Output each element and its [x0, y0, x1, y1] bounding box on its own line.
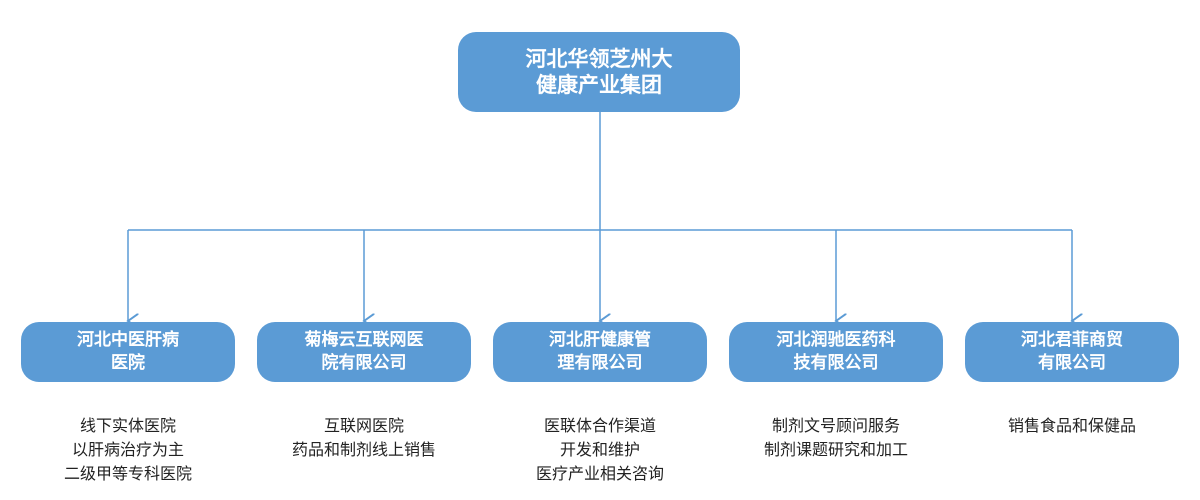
description-line: 医疗产业相关咨询	[535, 464, 664, 483]
description-line: 以肝病治疗为主	[71, 440, 184, 459]
child-label-line2: 医院	[111, 353, 145, 373]
child-node-pharma-tech: 河北润驰医药科 技有限公司	[729, 322, 943, 382]
child-label-line2: 理有限公司	[557, 353, 643, 373]
description-line: 销售食品和保健品	[1007, 416, 1136, 435]
description-line: 开发和维护	[559, 440, 640, 459]
child-label-line2: 技有限公司	[793, 353, 879, 373]
child-description: 互联网医院 药品和制剂线上销售	[257, 414, 471, 462]
child-label-line1: 河北肝健康管	[549, 330, 651, 350]
child-description: 销售食品和保健品	[965, 414, 1179, 438]
root-node: 河北华领芝州大 健康产业集团	[458, 32, 740, 112]
child-node-liver-health-management: 河北肝健康管 理有限公司	[493, 322, 707, 382]
child-node-internet-hospital: 菊梅云互联网医 院有限公司	[257, 322, 471, 382]
description-line: 制剂课题研究和加工	[763, 440, 908, 459]
child-label-line2: 有限公司	[1038, 353, 1106, 373]
description-line: 二级甲等专科医院	[63, 464, 192, 483]
child-description: 制剂文号顾问服务 制剂课题研究和加工	[729, 414, 943, 462]
child-label-line1: 河北君菲商贸	[1021, 330, 1123, 350]
child-description: 医联体合作渠道 开发和维护 医疗产业相关咨询	[493, 414, 707, 486]
description-line: 药品和制剂线上销售	[291, 440, 436, 459]
child-label-line2: 院有限公司	[321, 353, 407, 373]
child-label-line1: 河北中医肝病	[77, 330, 179, 350]
description-line: 制剂文号顾问服务	[771, 416, 900, 435]
description-line: 线下实体医院	[79, 416, 176, 435]
child-node-trading: 河北君菲商贸 有限公司	[965, 322, 1179, 382]
child-description: 线下实体医院 以肝病治疗为主 二级甲等专科医院	[21, 414, 235, 486]
description-line: 医联体合作渠道	[543, 416, 656, 435]
child-label-line1: 河北润驰医药科	[776, 330, 896, 350]
child-label-line1: 菊梅云互联网医	[304, 330, 424, 350]
root-label-line2: 健康产业集团	[536, 73, 662, 97]
root-label-line1: 河北华领芝州大	[525, 47, 673, 71]
description-line: 互联网医院	[323, 416, 404, 435]
child-node-liver-hospital: 河北中医肝病 医院	[21, 322, 235, 382]
